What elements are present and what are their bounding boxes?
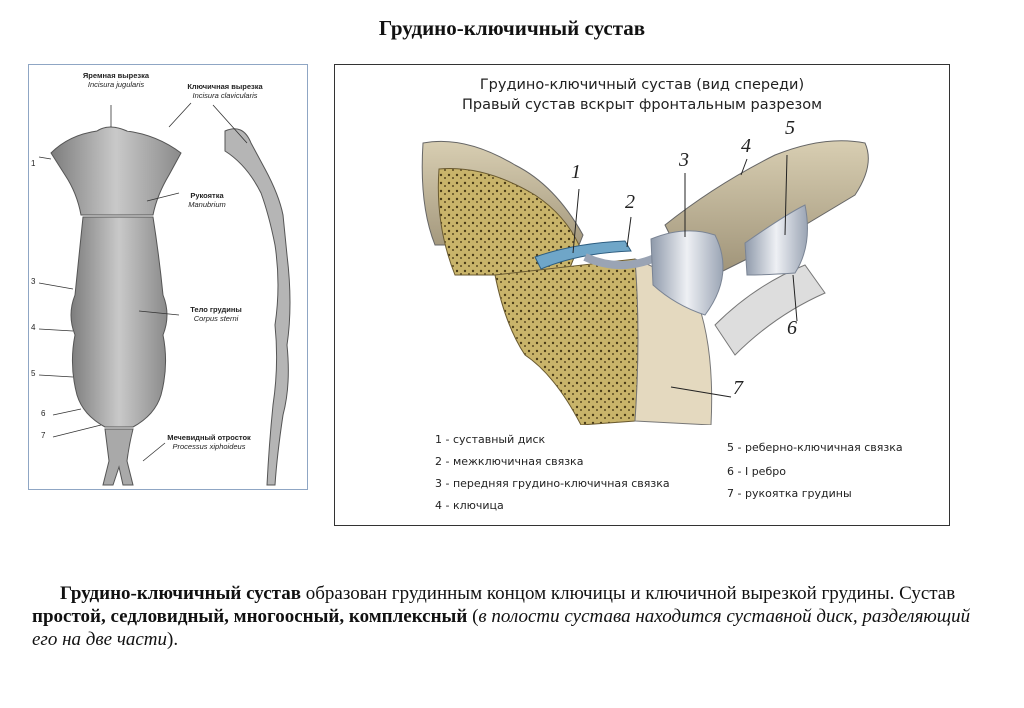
figure-number-1: 1: [571, 161, 581, 183]
rib-number-3: 3: [31, 277, 36, 286]
label-xiphoid-lat: Processus xiphoideus: [172, 442, 246, 451]
rib-number-1: 1: [31, 159, 36, 168]
rib-number-5: 5: [31, 369, 36, 378]
label-body-lat: Corpus sterni: [193, 314, 239, 323]
description-paragraph: Грудино-ключичный сустав образован груди…: [32, 582, 1000, 651]
legend-item-2: 2 - межключичная связка: [435, 455, 584, 468]
legend-item-3: 3 - передняя грудино-ключичная связка: [435, 477, 670, 490]
rib-number-7: 7: [41, 431, 46, 440]
sternum-figure: Яремная вырезка Incisura jugularis Ключи…: [28, 64, 308, 490]
legend-item-6: 6 - I ребро: [727, 465, 786, 478]
sternum-body-shape: [70, 216, 168, 428]
label-clavicular-lat: Incisura clavicularis: [192, 91, 258, 100]
figure-number-7: 7: [733, 377, 743, 399]
paragraph-text-1: образован грудинным концом ключицы и клю…: [300, 583, 956, 604]
legend-item-7: 7 - рукоятка грудины: [727, 487, 852, 500]
label-jugular-ru: Яремная вырезка: [82, 71, 150, 80]
manubrium-shape: [50, 126, 182, 216]
rib-number-6: 6: [41, 409, 46, 418]
figure-number-4: 4: [741, 135, 751, 157]
label-manubrium-lat: Manubrium: [188, 200, 226, 209]
paragraph-text-2: (: [467, 606, 479, 627]
sternum-illustration: [38, 102, 291, 486]
first-rib-shape: [714, 264, 826, 356]
legend-item-4: 4 - ключица: [435, 499, 504, 512]
paragraph-text-3: ).: [167, 629, 179, 650]
costoclavicular-ligament: [744, 204, 808, 276]
label-xiphoid-ru: Мечевидный отросток: [167, 433, 251, 442]
slide-title: Грудино-ключичный сустав: [378, 16, 646, 40]
figure-caption-line2: Правый сустав вскрыт фронтальным разрезо…: [461, 97, 823, 113]
lateral-view-shape: [224, 128, 291, 486]
joint-illustration: [421, 140, 869, 425]
paragraph-bold-characteristics: простой, седловидный, многоосный, компле…: [32, 606, 468, 627]
left-clavicle-cut: [437, 168, 580, 276]
figure-number-3: 3: [679, 149, 689, 171]
figure-number-6: 6: [787, 317, 797, 339]
legend-item-5: 5 - реберно-ключичная связка: [727, 441, 903, 454]
legend-item-1: 1 - суставный диск: [435, 433, 546, 446]
figure-number-5: 5: [785, 117, 795, 139]
label-jugular-lat: Incisura jugularis: [87, 80, 145, 89]
joint-figure: Грудино-ключичный сустав (вид спереди) П…: [334, 64, 950, 526]
label-body-ru: Тело грудины: [190, 305, 242, 314]
paragraph-lead: Грудино-ключичный сустав: [60, 583, 301, 604]
xiphoid-shape: [102, 428, 134, 486]
manubrium-cut-shape: [494, 258, 639, 425]
figure-caption-line1: Грудино-ключичный сустав (вид спереди): [479, 77, 805, 93]
label-clavicular-ru: Ключичная вырезка: [187, 82, 263, 91]
label-manubrium-ru: Рукоятка: [190, 191, 224, 200]
paragraph-italic-note: в полости сустава находится суставной ди…: [32, 606, 971, 650]
articular-disc: [534, 240, 632, 270]
figure-number-2: 2: [625, 191, 635, 213]
rib-number-4: 4: [31, 323, 36, 332]
